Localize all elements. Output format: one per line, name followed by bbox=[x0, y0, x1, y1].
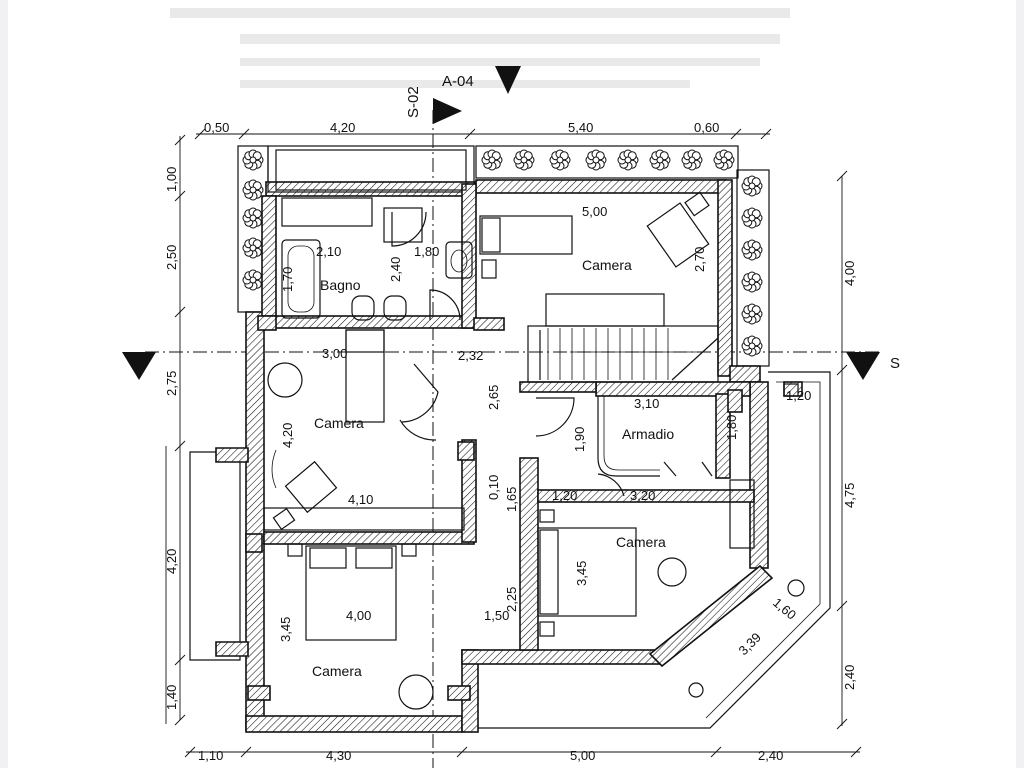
dim-inner-18: 3,20 bbox=[630, 488, 655, 503]
shrub-icon bbox=[741, 175, 763, 197]
dim-inner-14: 0,10 bbox=[486, 475, 501, 500]
dim-inner-25: 3,39 bbox=[736, 630, 765, 659]
dim-bottom-0: 1,10 bbox=[198, 748, 223, 763]
dim-inner-1: 2,10 bbox=[316, 244, 341, 259]
dim-inner-4: 1,70 bbox=[280, 267, 295, 292]
dim-inner-11: 4,20 bbox=[280, 423, 295, 448]
room-bagno: Bagno bbox=[320, 277, 361, 293]
furniture bbox=[263, 149, 805, 710]
shrub-icon bbox=[242, 269, 264, 291]
dim-inner-16: 4,10 bbox=[348, 492, 373, 507]
shrub-icon bbox=[741, 207, 763, 229]
dim-top-1: 4,20 bbox=[330, 120, 355, 135]
dim-inner-23: 3,45 bbox=[574, 561, 589, 586]
dim-left-4: 1,40 bbox=[164, 685, 179, 710]
dim-top-0: 0,50 bbox=[204, 120, 229, 135]
west-balcony bbox=[189, 447, 249, 661]
dim-bottom-3: 2,40 bbox=[758, 748, 783, 763]
right-margin bbox=[1016, 0, 1024, 768]
dim-inner-7: 2,32 bbox=[458, 348, 483, 363]
dim-bottom-1: 4,30 bbox=[326, 748, 351, 763]
section-marker-s02 bbox=[433, 98, 462, 124]
dim-inner-2: 1,80 bbox=[414, 244, 439, 259]
shrub-icon bbox=[713, 149, 735, 171]
dim-inner-9: 3,10 bbox=[634, 396, 659, 411]
shrub-icon bbox=[681, 149, 703, 171]
shrub-icon bbox=[242, 237, 264, 259]
left-margin bbox=[0, 0, 8, 768]
doors bbox=[391, 211, 713, 497]
dim-inner-15: 1,65 bbox=[504, 487, 519, 512]
dim-inner-22: 2,25 bbox=[504, 587, 519, 612]
dim-top-3: 0,60 bbox=[694, 120, 719, 135]
label-a04: A-04 bbox=[442, 73, 474, 90]
dim-right-0: 4,00 bbox=[842, 261, 857, 286]
room-camera-se: Camera bbox=[616, 534, 666, 550]
dim-inner-12: 1,90 bbox=[572, 427, 587, 452]
shrub-icon bbox=[741, 303, 763, 325]
shrub-icon bbox=[741, 271, 763, 293]
dim-inner-5: 2,70 bbox=[692, 247, 707, 272]
shrub-icon bbox=[741, 239, 763, 261]
dim-inner-20: 4,00 bbox=[346, 608, 371, 623]
dim-left-0: 1,00 bbox=[164, 167, 179, 192]
dim-left-2: 2,75 bbox=[164, 371, 179, 396]
shrub-icon bbox=[481, 149, 503, 171]
dim-inner-6: 3,00 bbox=[322, 346, 347, 361]
shrub-icon bbox=[242, 179, 264, 201]
shrub-icon bbox=[617, 149, 639, 171]
label-s: S bbox=[890, 355, 900, 372]
section-marker-s-right bbox=[846, 352, 880, 380]
dim-left-1: 2,50 bbox=[164, 245, 179, 270]
shrub-icon bbox=[649, 149, 671, 171]
shrub-icon bbox=[242, 207, 264, 229]
dim-inner-10: 1,20 bbox=[786, 388, 811, 403]
dim-inner-24: 1,60 bbox=[770, 595, 799, 623]
shrub-symbols bbox=[242, 149, 763, 357]
dim-inner-8: 2,65 bbox=[486, 385, 501, 410]
dim-left-3: 4,20 bbox=[164, 549, 179, 574]
room-camera-sw: Camera bbox=[312, 663, 362, 679]
room-camera-ne: Camera bbox=[582, 257, 632, 273]
walls bbox=[245, 145, 803, 733]
dim-inner-0: 5,00 bbox=[582, 204, 607, 219]
east-balcony bbox=[478, 371, 831, 729]
section-marker-s-left bbox=[122, 352, 156, 380]
dim-inner-21: 1,50 bbox=[484, 608, 509, 623]
shrub-icon bbox=[242, 149, 264, 171]
dim-inner-13: 1,80 bbox=[724, 415, 739, 440]
staircase bbox=[527, 325, 719, 383]
dim-right-2: 2,40 bbox=[842, 665, 857, 690]
shrub-icon bbox=[741, 335, 763, 357]
room-armadio: Armadio bbox=[622, 426, 674, 442]
dim-inner-3: 2,40 bbox=[388, 257, 403, 282]
dim-inner-19: 3,45 bbox=[278, 617, 293, 642]
label-s02: S-02 bbox=[405, 86, 422, 118]
shrub-icon bbox=[549, 149, 571, 171]
dim-top-2: 5,40 bbox=[568, 120, 593, 135]
planter-top bbox=[475, 145, 739, 179]
room-camera-w: Camera bbox=[314, 415, 364, 431]
shrub-icon bbox=[513, 149, 535, 171]
shrub-icon bbox=[585, 149, 607, 171]
faded-header-marks bbox=[170, 8, 790, 88]
dim-bottom-2: 5,00 bbox=[570, 748, 595, 763]
dim-right-1: 4,75 bbox=[842, 483, 857, 508]
section-marker-a04 bbox=[495, 66, 521, 94]
dimension-lines bbox=[165, 128, 862, 758]
dim-inner-17: 1,20 bbox=[552, 488, 577, 503]
